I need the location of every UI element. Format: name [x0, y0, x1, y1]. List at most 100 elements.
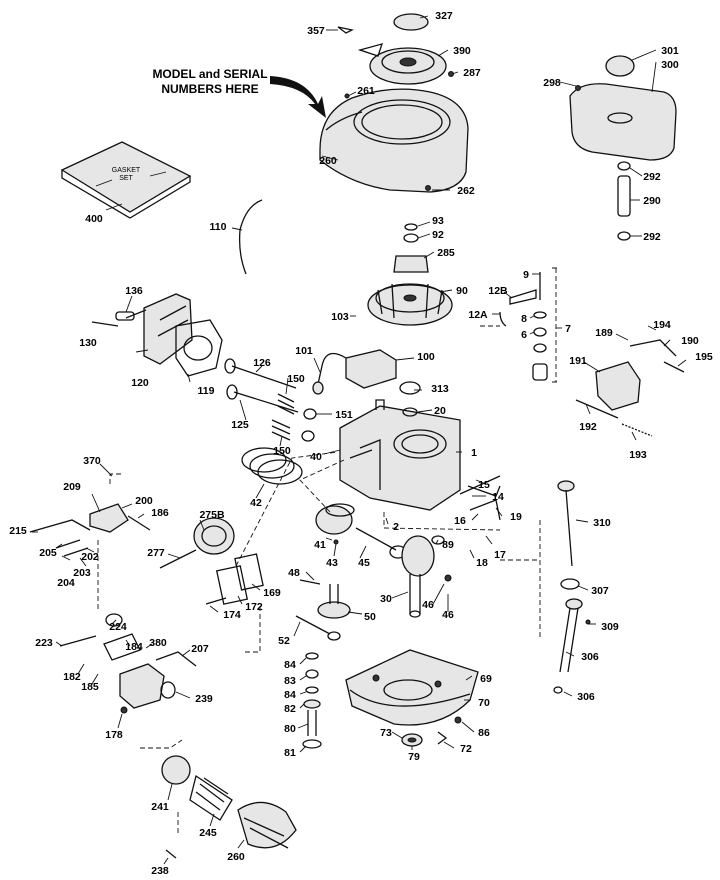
callout-306-mid: 306 — [581, 651, 599, 663]
callout-48: 48 — [288, 567, 300, 579]
callout-79: 79 — [408, 751, 420, 763]
callout-70: 70 — [478, 697, 490, 709]
callout-292-top: 292 — [643, 171, 661, 183]
callout-260: 260 — [319, 155, 337, 167]
callout-150-top: 150 — [287, 373, 305, 385]
callout-275B: 275B — [199, 509, 225, 521]
oil-slinger — [295, 615, 341, 641]
callout-306-bottom: 306 — [577, 691, 595, 703]
callout-82: 82 — [284, 703, 296, 715]
callout-40: 40 — [310, 451, 322, 463]
callout-20: 20 — [434, 405, 446, 417]
model-serial-label-line1: MODEL and SERIAL — [152, 67, 267, 81]
blower-housing — [319, 88, 469, 193]
callout-186: 186 — [151, 507, 169, 519]
callout-42: 42 — [250, 497, 262, 509]
callout-223: 223 — [35, 637, 53, 649]
bolt-48 — [299, 579, 321, 585]
cylinder-head — [91, 293, 193, 365]
callout-151: 151 — [335, 409, 353, 421]
callout-9: 9 — [523, 269, 529, 281]
callout-370: 370 — [83, 455, 101, 467]
callout-380: 380 — [149, 637, 167, 649]
callout-12A: 12A — [468, 309, 488, 321]
callout-245: 245 — [199, 827, 217, 839]
callout-215: 215 — [9, 525, 27, 537]
callout-301: 301 — [661, 45, 679, 57]
callout-285: 285 — [437, 247, 455, 259]
callout-69: 69 — [480, 673, 492, 685]
callout-205: 205 — [39, 547, 57, 559]
callout-labels: 357 327 390 287 261 260 262 298 301 300 … — [9, 10, 713, 877]
piston-rings — [241, 447, 303, 485]
engine-block — [339, 381, 461, 511]
valves-springs — [224, 358, 317, 442]
callout-184: 184 — [125, 641, 143, 653]
callout-194: 194 — [653, 319, 671, 331]
callout-14: 14 — [492, 491, 504, 503]
air-cleaner — [161, 755, 297, 859]
seal-79 — [401, 733, 423, 747]
callout-290: 290 — [643, 195, 661, 207]
piston-conrod — [315, 503, 407, 559]
callout-260-bottom: 260 — [227, 851, 245, 863]
callout-8: 8 — [521, 313, 527, 325]
callout-193: 193 — [629, 449, 647, 461]
callout-17: 17 — [494, 549, 506, 561]
callout-84-top: 84 — [284, 659, 296, 671]
callout-125: 125 — [231, 419, 249, 431]
callout-238: 238 — [151, 865, 169, 877]
callout-52: 52 — [278, 635, 290, 647]
callout-136: 136 — [125, 285, 143, 297]
assembly-guide-3 — [235, 451, 339, 567]
control-bracket — [575, 339, 685, 437]
callout-262: 262 — [457, 185, 475, 197]
callout-261: 261 — [357, 85, 375, 97]
governor-bracket — [552, 267, 560, 383]
callout-72: 72 — [460, 743, 472, 755]
callout-200: 200 — [135, 495, 153, 507]
gasket-set-box: GASKET SET — [60, 141, 192, 219]
callout-46-right: 46 — [442, 609, 454, 621]
callout-41: 41 — [314, 539, 326, 551]
callout-327: 327 — [435, 10, 453, 22]
callout-292-bottom: 292 — [643, 231, 661, 243]
callout-182: 182 — [63, 671, 81, 683]
callout-224: 224 — [109, 621, 127, 633]
callout-126: 126 — [253, 357, 271, 369]
callout-195: 195 — [695, 351, 713, 363]
callout-185: 185 — [81, 681, 99, 693]
callout-110: 110 — [210, 221, 227, 233]
callout-6: 6 — [521, 329, 527, 341]
leader-lines — [32, 15, 687, 865]
breather — [459, 475, 501, 521]
callout-46-left: 46 — [422, 599, 434, 611]
callout-178: 178 — [105, 729, 123, 741]
callout-81: 81 — [284, 747, 296, 759]
callout-89: 89 — [442, 539, 454, 551]
assembly-guide-10 — [383, 512, 501, 531]
callout-298: 298 — [543, 77, 561, 89]
crankshaft — [401, 535, 452, 618]
callout-313: 313 — [431, 383, 449, 395]
callout-101: 101 — [295, 345, 313, 357]
callout-50: 50 — [364, 611, 376, 623]
callout-130: 130 — [79, 337, 97, 349]
callout-174: 174 — [223, 609, 241, 621]
callout-100: 100 — [417, 351, 435, 363]
callout-80: 80 — [284, 723, 296, 735]
ignition-module — [312, 349, 397, 395]
callout-191: 191 — [569, 355, 587, 367]
callout-92: 92 — [432, 229, 444, 241]
callout-357: 357 — [307, 25, 325, 37]
callout-16: 16 — [454, 515, 466, 527]
callout-169: 169 — [263, 587, 281, 599]
callout-73: 73 — [380, 727, 392, 739]
head-gasket — [175, 319, 223, 377]
model-serial-label-line2: NUMBERS HERE — [161, 82, 258, 96]
callout-300: 300 — [661, 59, 679, 71]
ground-wire — [238, 199, 263, 275]
callout-172: 172 — [245, 601, 263, 613]
callout-400: 400 — [85, 213, 103, 225]
